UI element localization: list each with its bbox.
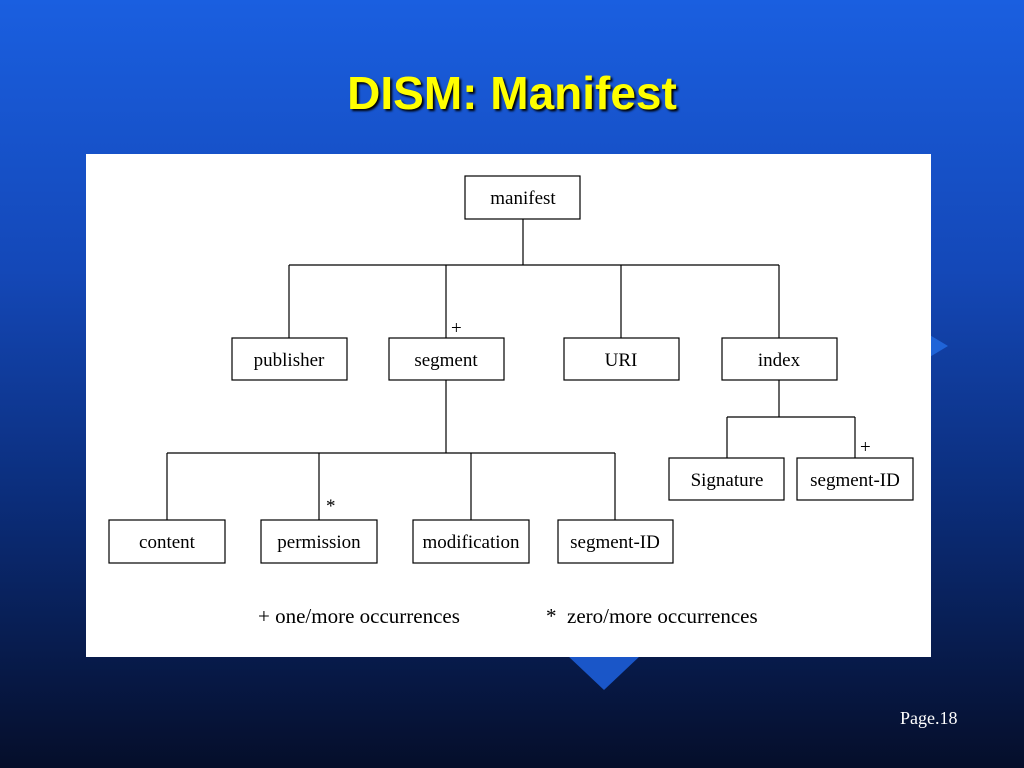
node-segment-id: segment-ID <box>557 519 674 564</box>
legend-star: * zero/more occurrences <box>546 604 758 628</box>
legend-plus: + one/more occurrences <box>258 604 460 628</box>
mark-segment-plus: + <box>451 318 462 339</box>
node-signature-label: Signature <box>691 470 764 491</box>
tree-edges <box>166 219 856 520</box>
node-segment-id-label: segment-ID <box>570 532 660 553</box>
node-content: content <box>108 519 226 564</box>
node-modification: modification <box>412 519 530 564</box>
node-manifest-label: manifest <box>490 188 556 209</box>
node-publisher-label: publisher <box>254 350 325 371</box>
node-uri-label: URI <box>605 350 638 371</box>
node-segment: segment <box>388 337 505 381</box>
node-uri: URI <box>563 337 680 381</box>
node-signature: Signature <box>668 457 785 501</box>
decorative-triangle-bottom <box>568 656 640 690</box>
node-publisher: publisher <box>231 337 348 381</box>
node-index: index <box>721 337 838 381</box>
page-number: Page.18 <box>900 708 958 728</box>
node-permission: permission <box>260 519 378 564</box>
mark-permission-star: * <box>326 496 336 517</box>
node-permission-label: permission <box>277 532 361 553</box>
diagram-panel: manifest publisher segment URI index con… <box>86 154 931 657</box>
node-manifest: manifest <box>464 175 581 220</box>
mark-index-segment-id-plus: + <box>860 437 871 458</box>
node-index-segment-id: segment-ID <box>796 457 914 501</box>
node-modification-label: modification <box>422 532 520 553</box>
node-content-label: content <box>139 532 196 553</box>
node-index-label: index <box>758 350 801 371</box>
node-index-segment-id-label: segment-ID <box>810 470 900 491</box>
manifest-tree-diagram: manifest publisher segment URI index con… <box>108 175 914 628</box>
node-segment-label: segment <box>414 350 478 371</box>
slide-title: DISM: Manifest <box>347 67 677 119</box>
